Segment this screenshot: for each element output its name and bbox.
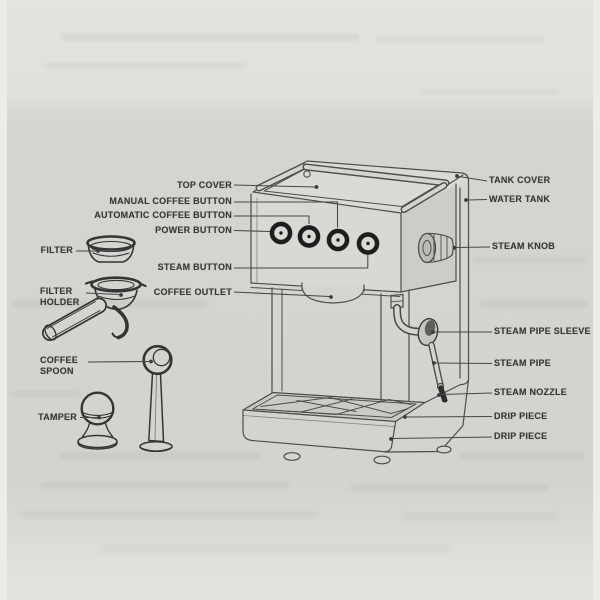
leader-tamper bbox=[80, 415, 101, 420]
steam-nozzle-drawing bbox=[436, 382, 448, 403]
leader-filter bbox=[76, 249, 100, 253]
leader-drip-piece-upper bbox=[403, 415, 493, 419]
label-steam-knob: STEAM KNOB bbox=[492, 241, 555, 251]
label-coffee-spoon: COFFEE SPOON bbox=[40, 355, 79, 376]
label-manual-coffee-button: MANUAL COFFEE BUTTON bbox=[109, 196, 232, 206]
leader-steam-pipe-sleeve bbox=[431, 330, 492, 334]
machine-drawing bbox=[242, 160, 470, 465]
leader-water-tank bbox=[464, 198, 488, 202]
bleed-through-text bbox=[400, 513, 560, 521]
leader-drip-piece-lower bbox=[389, 436, 493, 441]
manual-coffee-button-drawing bbox=[326, 228, 350, 252]
label-power-button: POWER BUTTON bbox=[155, 225, 232, 235]
label-filter: FILTER bbox=[40, 245, 73, 255]
filter-drawing bbox=[86, 235, 136, 263]
filter-holder-drawing bbox=[42, 276, 147, 341]
water-tank-drawing bbox=[424, 179, 470, 426]
leader-coffee-spoon bbox=[87, 359, 153, 364]
bleed-through-text bbox=[480, 300, 588, 308]
bleed-through-text bbox=[420, 88, 560, 95]
leader-filter-holder bbox=[85, 292, 123, 297]
power-button-drawing bbox=[269, 221, 293, 245]
bleed-through-text bbox=[20, 511, 320, 519]
leader-top-cover bbox=[233, 184, 319, 189]
bleed-through-text bbox=[60, 452, 260, 460]
steam-knob-drawing bbox=[417, 232, 454, 264]
leader-steam-knob bbox=[452, 245, 491, 250]
coffee-spoon-drawing bbox=[139, 344, 173, 453]
leader-steam-button bbox=[234, 255, 369, 269]
bleed-through-text bbox=[40, 481, 290, 489]
leader-steam-pipe bbox=[432, 361, 493, 365]
label-drip-piece-lower: DRIP PIECE bbox=[494, 431, 548, 441]
leader-steam-nozzle bbox=[437, 392, 493, 397]
bleed-through-text bbox=[100, 545, 450, 553]
label-water-tank: WATER TANK bbox=[489, 194, 551, 204]
label-steam-button: STEAM BUTTON bbox=[157, 262, 232, 272]
bleed-through-text bbox=[375, 36, 545, 43]
leader-automatic-coffee-button bbox=[234, 215, 310, 224]
leader-tank-cover bbox=[455, 174, 488, 182]
label-automatic-coffee-button: AUTOMATIC COFFEE BUTTON bbox=[94, 210, 232, 220]
bleed-through-text bbox=[472, 256, 587, 263]
steam-pipe-drawing bbox=[428, 341, 444, 389]
bleed-through-text bbox=[12, 300, 207, 308]
drip-tray-drawing bbox=[242, 391, 464, 465]
tamper-drawing bbox=[77, 391, 118, 450]
coffee-outlet-drawing bbox=[301, 282, 365, 304]
bleed-through-text bbox=[12, 390, 82, 398]
label-filter-holder: FILTER HOLDER bbox=[40, 286, 80, 307]
steam-pipe-assembly-drawing bbox=[390, 293, 448, 403]
leader-lines bbox=[76, 174, 493, 441]
page-left-margin bbox=[0, 0, 7, 600]
bleed-through-text bbox=[460, 452, 585, 460]
label-tamper: TAMPER bbox=[38, 412, 77, 422]
bleed-through-text bbox=[60, 33, 360, 41]
leader-coffee-outlet bbox=[233, 291, 333, 299]
bleed-through-text bbox=[45, 62, 245, 69]
automatic-coffee-button-drawing bbox=[297, 225, 321, 248]
leader-power-button bbox=[233, 229, 271, 233]
label-steam-pipe-sleeve: STEAM PIPE SLEEVE bbox=[494, 326, 591, 336]
label-drip-piece-upper: DRIP PIECE bbox=[494, 411, 548, 421]
top-cover-drawing bbox=[252, 160, 470, 214]
accessories-drawing bbox=[42, 235, 173, 453]
bleed-through-text bbox=[350, 484, 550, 492]
leader-manual-coffee-button bbox=[234, 201, 339, 228]
label-tank-cover: TANK COVER bbox=[489, 175, 551, 185]
label-top-cover: TOP COVER bbox=[177, 180, 232, 190]
control-buttons-drawing bbox=[269, 221, 380, 255]
machine-body-drawing bbox=[271, 287, 410, 403]
label-steam-nozzle: STEAM NOZZLE bbox=[494, 387, 567, 397]
label-steam-pipe: STEAM PIPE bbox=[494, 358, 552, 368]
steam-button-drawing bbox=[356, 232, 380, 255]
page-right-margin bbox=[593, 0, 600, 600]
label-coffee-outlet: COFFEE OUTLET bbox=[153, 287, 232, 297]
